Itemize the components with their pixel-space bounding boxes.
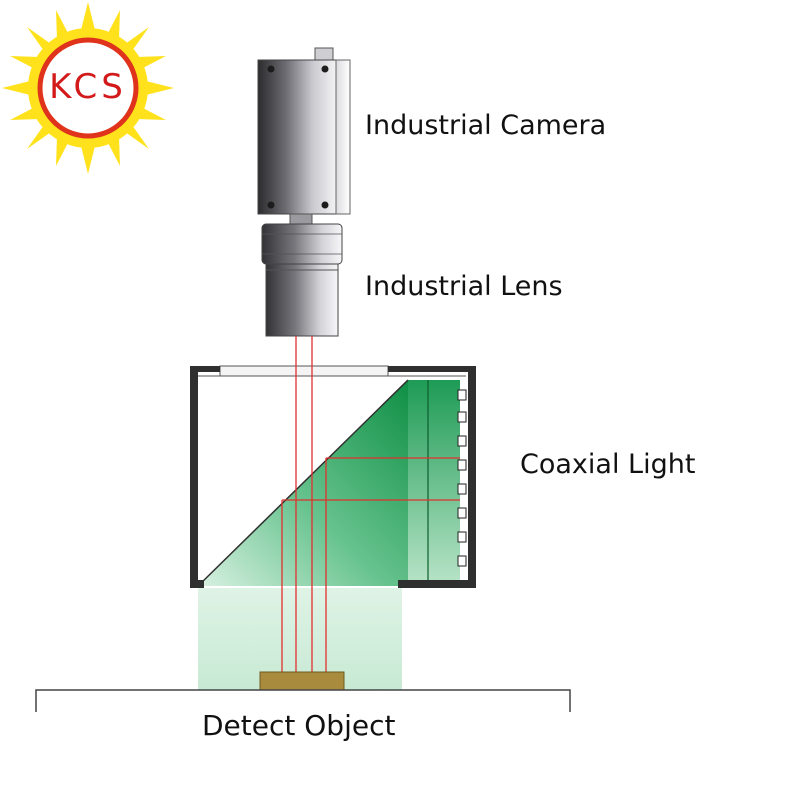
- label-coaxial-light: Coaxial Light: [520, 449, 696, 480]
- logo-text: KCS: [49, 67, 127, 107]
- led-panel: [408, 380, 460, 586]
- label-industrial-camera: Industrial Camera: [365, 110, 607, 141]
- label-detect-object: Detect Object: [202, 709, 396, 742]
- detect-object-block: [259, 671, 345, 691]
- industrial-camera-icon: [257, 47, 351, 225]
- led-chips: [457, 389, 467, 567]
- light-rays: [281, 336, 460, 672]
- logo-ring: [37, 37, 139, 139]
- label-industrial-lens: Industrial Lens: [365, 271, 563, 302]
- coaxial-light-housing: [190, 365, 476, 588]
- stage-bracket: [35, 689, 571, 712]
- industrial-lens-icon: [261, 223, 343, 337]
- kcs-logo: [2, 2, 174, 174]
